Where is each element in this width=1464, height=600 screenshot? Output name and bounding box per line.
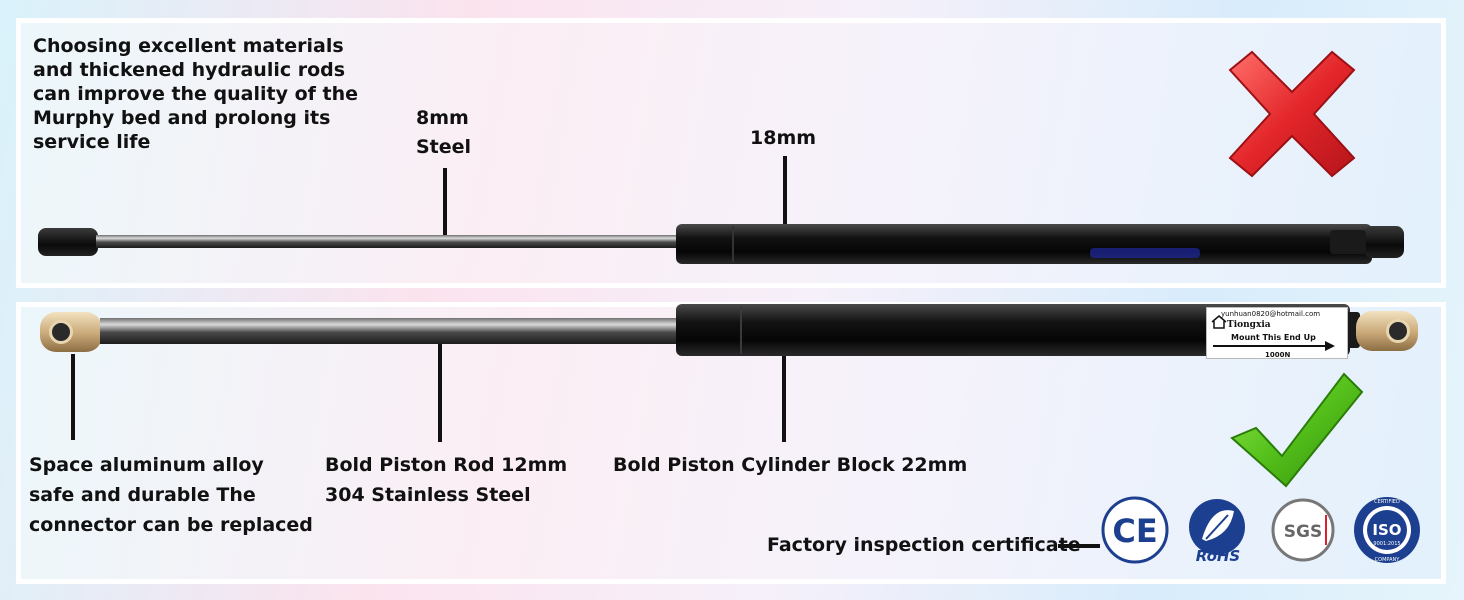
svg-text:CERTIFIED: CERTIFIED bbox=[1374, 499, 1400, 505]
connector-description: Space aluminum alloy safe and durable Th… bbox=[29, 450, 313, 540]
rod-material-line: Steel bbox=[416, 136, 472, 158]
svg-text:COMPANY: COMPANY bbox=[1375, 557, 1401, 563]
rod-description-line: 304 Stainless Steel bbox=[325, 484, 531, 506]
label-arrow bbox=[1213, 345, 1329, 347]
certificate-caption: Factory inspection certificate bbox=[767, 534, 1081, 556]
rod-callout-line bbox=[438, 344, 442, 442]
materials-description-line: Choosing excellent materials bbox=[33, 35, 344, 57]
ce-mark-icon: CE bbox=[1101, 496, 1169, 564]
label-brand: Tiongxia bbox=[1227, 320, 1271, 330]
green-check-icon bbox=[1230, 372, 1364, 488]
svg-text:CE: CE bbox=[1112, 512, 1157, 550]
cylinder-section-divider bbox=[732, 226, 734, 262]
rohs-mark-icon: RoHS bbox=[1189, 499, 1245, 565]
cylinder-section-divider bbox=[740, 306, 742, 354]
rod-description-line: Bold Piston Rod 12mm bbox=[325, 454, 568, 476]
connector-description-line: connector can be replaced bbox=[29, 514, 313, 536]
svg-text:RoHS: RoHS bbox=[1196, 547, 1240, 565]
aluminum-eyelet-left bbox=[40, 312, 102, 352]
cylinder-diameter-label: 18mm bbox=[750, 127, 817, 149]
iso-mark-icon: ISO 9001:2015 CERTIFIED COMPANY bbox=[1354, 497, 1420, 563]
rod-diameter-line: 8mm bbox=[416, 107, 469, 129]
label-mount-instruction: Mount This End Up bbox=[1231, 333, 1316, 342]
label-arrowhead bbox=[1325, 341, 1335, 351]
cylinder-blue-marking bbox=[1090, 248, 1200, 258]
piston-rod-thin bbox=[96, 235, 680, 248]
spring-end-fitting-right bbox=[1364, 226, 1404, 258]
materials-description-line: and thickened hydraulic rods bbox=[33, 59, 346, 81]
spring-end-fitting-left bbox=[38, 228, 98, 256]
cylinder-callout-line bbox=[782, 356, 786, 442]
materials-description-line: can improve the quality of the bbox=[33, 83, 359, 105]
rod-callout-line bbox=[443, 168, 447, 240]
piston-cylinder-thin bbox=[676, 224, 1372, 264]
rod-description: Bold Piston Rod 12mm 304 Stainless Steel bbox=[325, 450, 567, 510]
svg-text:ISO: ISO bbox=[1372, 521, 1401, 539]
connector-description-line: Space aluminum alloy bbox=[29, 454, 264, 476]
label-force-rating: 1000N bbox=[1265, 351, 1291, 359]
cylinder-callout-line bbox=[783, 156, 787, 232]
materials-description-line: service life bbox=[33, 131, 151, 153]
connector-callout-line bbox=[71, 354, 75, 440]
label-email: yunhuan0820@hotmail.com bbox=[1221, 310, 1321, 318]
cylinder-description: Bold Piston Cylinder Block 22mm bbox=[613, 454, 968, 476]
connector-description-line: safe and durable The bbox=[29, 484, 256, 506]
materials-description-line: Murphy bed and prolong its bbox=[33, 107, 331, 129]
house-logo-icon bbox=[1211, 315, 1227, 329]
svg-text:9001:2015: 9001:2015 bbox=[1373, 541, 1400, 547]
spring-end-fitting-right-collar bbox=[1330, 230, 1366, 254]
materials-description: Choosing excellent materials and thicken… bbox=[33, 34, 358, 154]
rod-diameter-label: 8mm Steel bbox=[416, 104, 471, 162]
red-x-icon bbox=[1228, 50, 1356, 178]
aluminum-eyelet-right bbox=[1356, 311, 1418, 351]
piston-rod-bold bbox=[100, 318, 682, 344]
product-label-sticker: yunhuan0820@hotmail.com Tiongxia Mount T… bbox=[1206, 307, 1348, 359]
sgs-mark-icon: SGS bbox=[1271, 498, 1335, 562]
certificate-callout-line bbox=[1058, 544, 1100, 548]
svg-text:SGS: SGS bbox=[1284, 522, 1322, 542]
